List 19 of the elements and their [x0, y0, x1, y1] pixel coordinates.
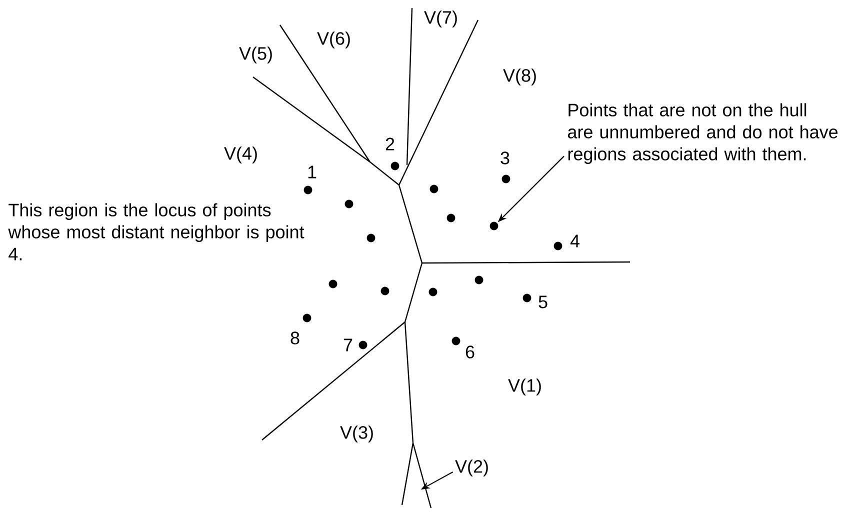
region-label: V(7) — [424, 10, 457, 28]
point-number: 2 — [386, 138, 394, 150]
note: This region is the locus of points whose most distant neighbor is point 4. — [8, 203, 304, 260]
region-label: V(6) — [317, 32, 350, 48]
point-number: 5 — [538, 296, 548, 308]
region-label: V(5) — [239, 46, 272, 64]
point-number: 4 — [570, 234, 580, 248]
region-label: V(8) — [503, 68, 536, 86]
point-number: 8 — [290, 332, 300, 344]
point-number: 1 — [308, 166, 316, 178]
point-number: 3 — [500, 152, 510, 164]
region-label: V(3) — [340, 426, 373, 442]
region-label: V(2) — [455, 460, 488, 476]
region-label: V(4) — [224, 146, 257, 164]
point — [490, 222, 498, 230]
point-number: 7 — [344, 338, 352, 352]
note: Points that are not on the hull are unnumbered and do not have regions associated with them. — [568, 103, 838, 164]
point-number: 6 — [466, 346, 474, 358]
region-label: V(1) — [508, 378, 541, 396]
